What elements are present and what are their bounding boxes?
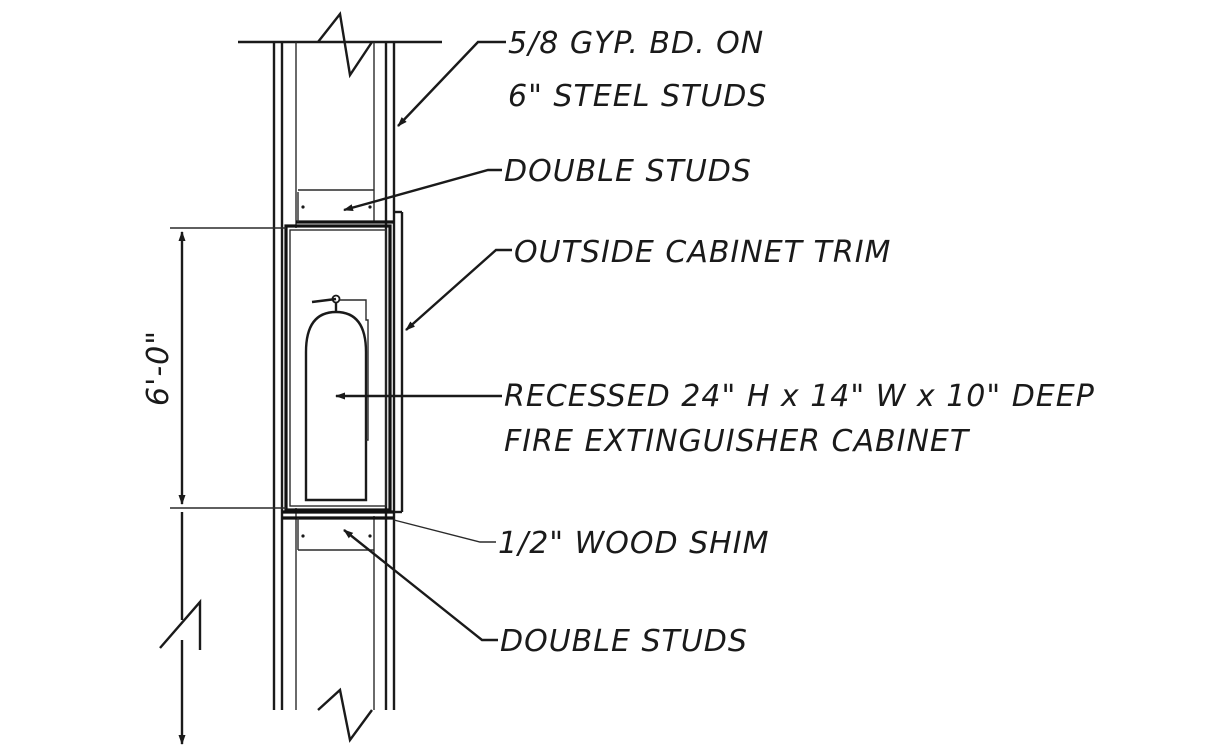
- wall-section: [238, 11, 442, 743]
- double-studs-bottom: [282, 510, 394, 551]
- top-break-symbol: [317, 11, 373, 79]
- cabinet-box: [284, 224, 392, 512]
- label-wood-shim: 1/2" WOOD SHIM: [498, 526, 769, 561]
- label-double-studs-bottom: DOUBLE STUDS: [500, 624, 748, 659]
- height-dimension: 6'-0": [141, 227, 286, 745]
- leaders: [335, 40, 512, 642]
- label-double-studs-top: DOUBLE STUDS: [504, 154, 752, 189]
- label-recessed-cabinet: RECESSED 24" H x 14" W x 10" DEEP: [504, 379, 1095, 414]
- cabinet-inner-box: [289, 229, 387, 507]
- bottom-break-symbol: [317, 687, 373, 743]
- label-steel-studs: 6" STEEL STUDS: [508, 79, 767, 114]
- cabinet: [284, 210, 404, 514]
- fire-extinguisher-icon: [304, 294, 369, 502]
- dimension-height-label: 6'-0": [141, 330, 176, 406]
- label-fire-extinguisher-cabinet: FIRE EXTINGUISHER CABINET: [504, 424, 971, 459]
- label-outside-cabinet-trim: OUTSIDE CABINET TRIM: [514, 235, 891, 270]
- label-gyp-board: 5/8 GYP. BD. ON: [508, 26, 764, 61]
- double-studs-top: [296, 189, 394, 224]
